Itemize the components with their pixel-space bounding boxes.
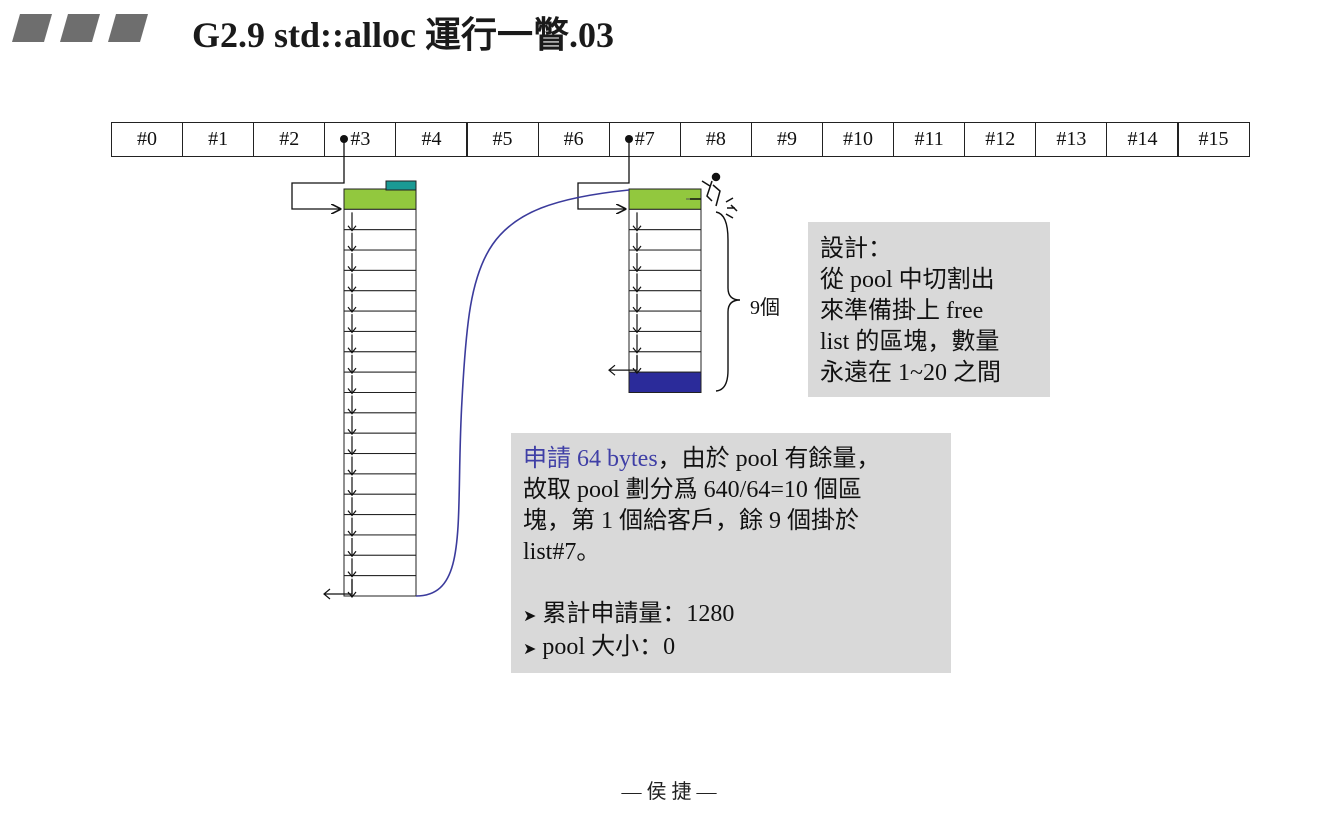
nine-blocks-label: 9個 [750,297,780,319]
pointer-3-arrow [291,139,345,209]
request-highlight: 申請 64 bytes [523,446,658,472]
page-title: G2.9 std::alloc 運行一瞥.03 [192,15,614,55]
pool-link-curve [415,189,630,597]
falling-figure-icon [690,172,738,219]
design-note-line: 從 pool 中切割出 [820,267,995,293]
next-pointer-arrowhead [347,327,357,334]
end-pointer-arrowhead [323,588,331,600]
next-pointer-arrowhead [632,286,642,293]
memory-block [343,575,417,597]
next-pointer-arrowhead [347,469,357,476]
free-list-cell: #8 [679,122,752,157]
request-line-4: list#7。 [523,539,601,565]
free-list-cell: #10 [822,122,895,157]
next-pointer-arrowhead [347,347,357,354]
free-list-cell: #4 [395,122,468,157]
bullet-arrow-icon: ➤ [523,641,537,658]
free-list-cell: #9 [750,122,823,157]
next-pointer-arrowhead [347,306,357,314]
next-pointer-arrowhead [347,489,357,497]
next-pointer-arrowhead [632,327,642,334]
next-pointer-arrowhead [347,408,357,415]
bullet-arrow-icon: ➤ [523,608,537,625]
nine-blocks-brace [715,211,741,392]
chunk-list-7 [608,188,702,393]
design-note: 設計： 從 pool 中切割出 來準備掛上 free list 的區塊，數量 永… [808,222,1050,397]
free-list-cell: #3 [324,122,397,157]
free-list-cell: #6 [537,122,610,157]
free-list-cell: #2 [253,122,326,157]
tail-zero-label: 0 [659,392,670,412]
design-note-line: 設計： [820,236,892,262]
chunk-list-3 [323,180,417,600]
design-note-line: 來準備掛上 free [820,298,984,324]
request-line-2: 故取 pool 劃分爲 640/64=10 個區 [523,477,862,503]
request-line-3: 塊，第 1 個給客戶，餘 9 個掛於 [523,508,859,534]
free-list-cell: #15 [1177,122,1250,157]
total-requested-stat: 累計申請量：1280 [542,601,735,627]
pointer-7-arrow [577,139,630,209]
free-list-cell: #11 [893,122,966,157]
next-pointer-arrowhead [632,266,642,273]
next-pointer-arrowhead [632,225,642,232]
next-pointer-arrowhead [347,266,357,273]
next-pointer-arrowhead [632,347,642,354]
title-decoration-stripes [12,14,148,42]
free-list-cell: #0 [111,122,184,157]
next-pointer-arrowhead [347,225,357,232]
memory-block [628,371,702,393]
next-pointer-arrowhead [347,245,357,253]
next-pointer-arrowhead [347,530,357,537]
next-pointer-arrowhead [347,449,357,456]
author-footer: — 侯 捷 — [621,781,717,803]
memory-block [343,188,417,210]
block-tab [385,180,417,191]
next-pointer-arrowhead [347,550,357,558]
next-pointer-arrowhead [347,510,357,517]
design-note-line: 永遠在 1~20 之間 [820,360,1001,386]
next-pointer-arrowhead [347,367,357,375]
next-pointer-arrowhead [632,245,642,253]
free-list-cell: #7 [608,122,681,157]
end-pointer-arrowhead [608,364,616,376]
request-line-1: ，由於 pool 有餘量， [657,446,881,472]
next-pointer-arrowhead [347,571,357,578]
next-pointer-arrowhead [347,428,357,436]
free-list-cell: #13 [1035,122,1108,157]
next-pointer-arrowhead [347,388,357,395]
design-note-line: list 的區塊，數量 [820,329,1000,355]
free-list-cell: #14 [1106,122,1179,157]
free-list-cell: #5 [466,122,539,157]
pool-size-stat: pool 大小：0 [542,634,676,660]
request-note: 申請 64 bytes，由於 pool 有餘量， 故取 pool 劃分爲 640… [511,433,951,673]
next-pointer-arrowhead [347,286,357,293]
next-pointer-arrowhead [632,306,642,314]
